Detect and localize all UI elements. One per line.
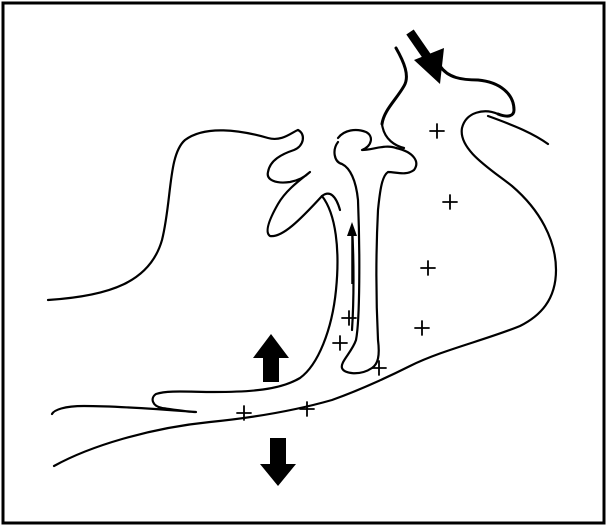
diagram-border <box>3 3 604 523</box>
